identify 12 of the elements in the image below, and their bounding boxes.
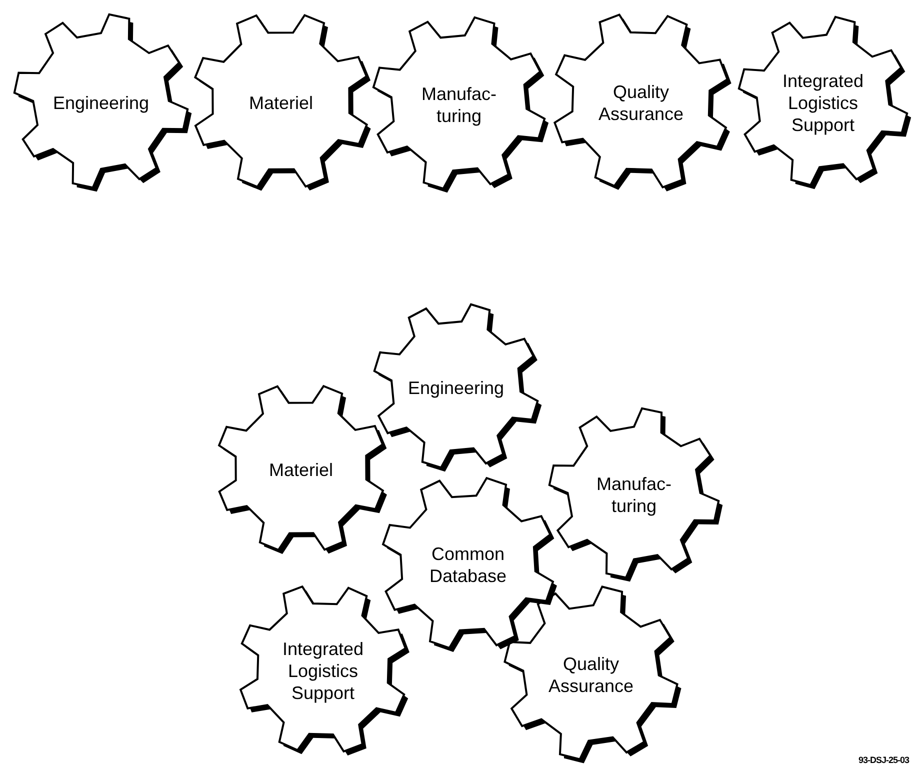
gear-label: Manufac- turing — [595, 473, 673, 517]
gear-label: Engineering — [52, 92, 150, 114]
gear-label: Quality Assurance — [547, 653, 635, 697]
gear-label: Quality Assurance — [597, 81, 685, 125]
gear-label: Common Database — [428, 543, 508, 587]
figure-id: 93-DSJ-25-03 — [858, 755, 909, 765]
gear-label: Manufac- turing — [420, 83, 498, 127]
gear-label: Materiel — [248, 92, 314, 114]
gear-label: Integrated Logistics Support — [781, 70, 865, 136]
gear-label: Materiel — [268, 459, 334, 481]
gear-label: Integrated Logistics Support — [281, 638, 365, 704]
gear-label: Engineering — [406, 377, 506, 399]
